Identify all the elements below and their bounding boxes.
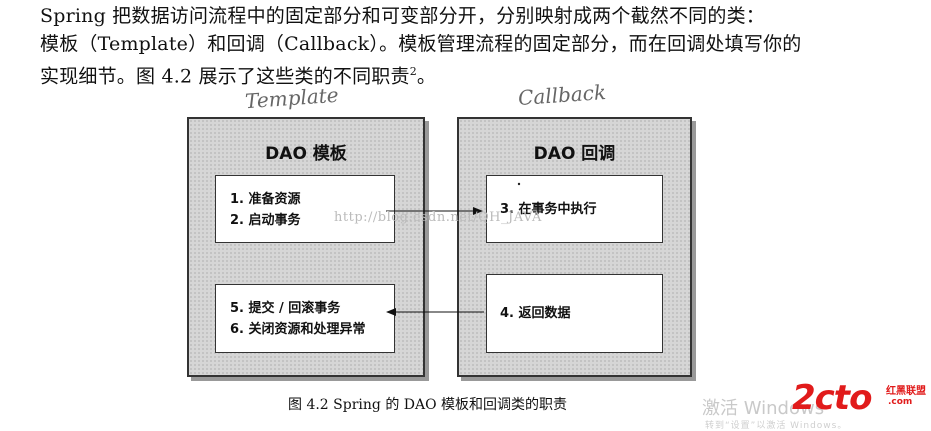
dao-callback-title: DAO 回调 [533, 144, 616, 164]
callback-bottom-steps: 4. 返回数据 [486, 274, 663, 353]
logo-cn-text: 红黑联盟 [886, 386, 926, 397]
step-start-transaction: 2. 启动事务 [230, 213, 301, 228]
dao-template-title: DAO 模板 [265, 144, 347, 164]
paragraph-line-3-end: 。 [416, 65, 437, 88]
site-logo: 2cto 红黑联盟 .com [792, 378, 928, 422]
dao-template-box: DAO 模板 1. 准备资源 2. 启动事务 5. 提交 / 回滚事务 6. 关… [187, 117, 425, 377]
body-paragraph: Spring 把数据访问流程中的固定部分和可变部分开，分别映射成两个截然不同的类… [40, 2, 900, 90]
paragraph-line-1: Spring 把数据访问流程中的固定部分和可变部分开，分别映射成两个截然不同的类… [40, 5, 765, 27]
template-bottom-steps: 5. 提交 / 回滚事务 6. 关闭资源和处理异常 [215, 284, 395, 353]
footnote-mark: 2 [409, 65, 417, 78]
logo-main-text: 2cto [792, 378, 872, 418]
dao-callback-box: DAO 回调 3. 在事务中执行 4. 返回数据 [457, 117, 692, 377]
step-commit-rollback: 5. 提交 / 回滚事务 [230, 301, 341, 316]
paragraph-line-3-text: 实现细节。图 4.2 展示了这些类的不同职责 [40, 65, 410, 88]
callback-top-steps: 3. 在事务中执行 [486, 175, 663, 243]
template-top-steps: 1. 准备资源 2. 启动事务 [215, 175, 395, 243]
paragraph-line-3: 实现细节。图 4.2 展示了这些类的不同职责2。 [40, 58, 900, 90]
paragraph-line-2: 模板（Template）和回调（Callback）。模板管理流程的固定部分，而在… [40, 33, 802, 55]
step-close-resources: 6. 关闭资源和处理异常 [230, 322, 366, 337]
url-watermark: http://blog.csdn.net/QH_JAVA [334, 210, 542, 225]
logo-com-text: .com [888, 397, 913, 407]
activate-windows-watermark: 激活 Windows [702, 398, 825, 419]
step-prepare-resources: 1. 准备资源 [230, 192, 301, 207]
stray-dot [517, 182, 521, 186]
figure-caption: 图 4.2 Spring 的 DAO 模板和回调类的职责 [288, 397, 568, 413]
step-execute-in-transaction: 3. 在事务中执行 [500, 202, 597, 217]
step-return-data: 4. 返回数据 [500, 306, 571, 321]
